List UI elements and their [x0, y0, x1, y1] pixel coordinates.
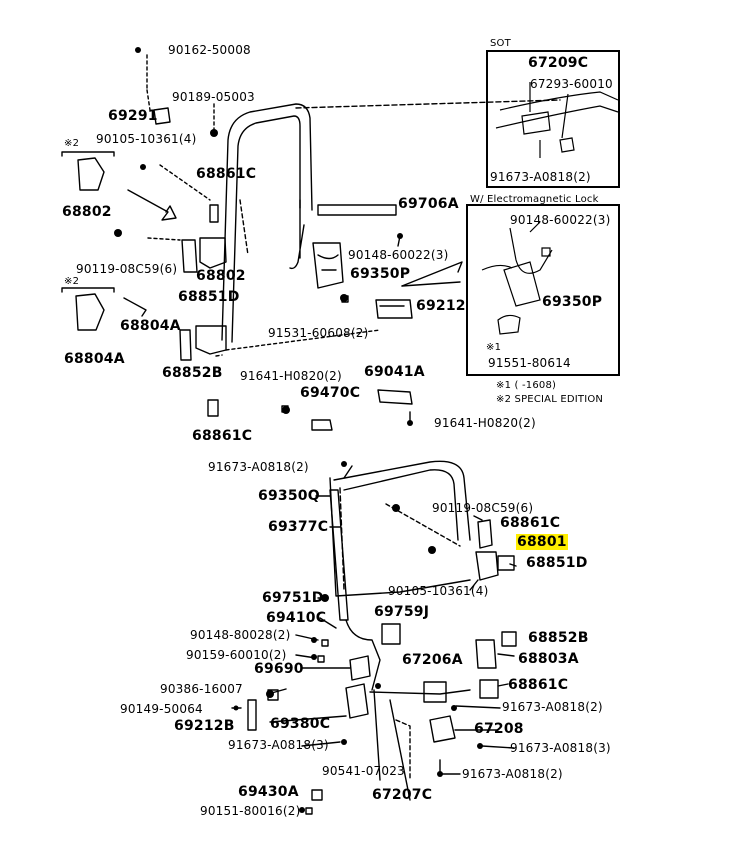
part-label[interactable]: 90386-16007: [160, 682, 243, 696]
part-label[interactable]: 68861C: [508, 677, 569, 693]
part-label[interactable]: 90105-10361(4): [388, 584, 489, 598]
part-label[interactable]: 90119-08C59(6): [432, 501, 534, 515]
part-label[interactable]: 67208: [474, 721, 524, 737]
note-1-mark: ※1: [486, 342, 502, 353]
part-label[interactable]: 68851D: [178, 289, 240, 305]
part-label[interactable]: 68802: [62, 204, 112, 220]
part-label[interactable]: 68804A: [64, 351, 125, 367]
sot-inset-title: SOT: [490, 38, 511, 49]
part-label[interactable]: 69291: [108, 108, 158, 124]
part-label[interactable]: 90149-50064: [120, 702, 203, 716]
part-label[interactable]: 68852B: [528, 630, 589, 646]
part-label[interactable]: 67207C: [372, 787, 433, 803]
part-label[interactable]: 91551-80614: [488, 356, 571, 370]
part-label[interactable]: 91673-A0818(2): [462, 767, 563, 781]
part-label[interactable]: 69377C: [268, 519, 329, 535]
note-2-special-edition: ※2 SPECIAL EDITION: [496, 394, 604, 405]
part-label[interactable]: 67206A: [402, 652, 463, 668]
part-label[interactable]: 91673-A0818(3): [510, 741, 611, 755]
part-label[interactable]: 90541-07023: [322, 764, 405, 778]
part-label[interactable]: 91641-H0820(2): [434, 416, 536, 430]
part-label[interactable]: 90148-60022(3): [510, 213, 611, 227]
part-label[interactable]: 69041A: [364, 364, 425, 380]
part-label[interactable]: 67293-60010: [530, 77, 613, 91]
part-label[interactable]: 68861C: [196, 166, 257, 182]
part-label[interactable]: 69350Q: [258, 488, 320, 504]
part-label[interactable]: 69751D: [262, 590, 324, 606]
part-label[interactable]: 90148-60022(3): [348, 248, 449, 262]
part-label[interactable]: 69430A: [238, 784, 299, 800]
part-label[interactable]: 69212: [416, 298, 466, 314]
sot-inset-box: [486, 50, 620, 188]
part-label[interactable]: 69410C: [266, 610, 327, 626]
part-label[interactable]: 67209C: [528, 55, 589, 71]
part-label[interactable]: 69470C: [300, 385, 361, 401]
part-label[interactable]: 68861C: [192, 428, 253, 444]
part-label[interactable]: 90119-08C59(6): [76, 262, 178, 276]
electromagnetic-lock-inset-box: [466, 204, 620, 376]
part-label[interactable]: 69350P: [350, 266, 411, 282]
part-label[interactable]: 69690: [254, 661, 304, 677]
part-label[interactable]: 68803A: [518, 651, 579, 667]
note-1: ※1 ( -1608): [496, 380, 557, 391]
part-label[interactable]: 91673-A0818(3): [228, 738, 329, 752]
part-label[interactable]: 68852B: [162, 365, 223, 381]
part-label[interactable]: 90151-80016(2): [200, 804, 301, 818]
part-label[interactable]: 91673-A0818(2): [208, 460, 309, 474]
part-label[interactable]: 69706A: [398, 196, 459, 212]
special-edition-mark: ※2: [64, 276, 80, 287]
part-label[interactable]: 68804A: [120, 318, 181, 334]
part-label[interactable]: 69212B: [174, 718, 235, 734]
part-label[interactable]: 91641-H0820(2): [240, 369, 342, 383]
part-label[interactable]: 90189-05003: [172, 90, 255, 104]
part-label[interactable]: 69350P: [542, 294, 603, 310]
part-label[interactable]: 68861C: [500, 515, 561, 531]
part-label[interactable]: 91673-A0818(2): [502, 700, 603, 714]
special-edition-mark: ※2: [64, 138, 80, 149]
part-label[interactable]: 91673-A0818(2): [490, 170, 591, 184]
part-label[interactable]: 69380C: [270, 716, 331, 732]
electromagnetic-lock-inset-title: W/ Electromagnetic Lock: [470, 194, 599, 205]
highlighted-part-68801[interactable]: 68801: [516, 534, 568, 550]
part-label[interactable]: 90159-60010(2): [186, 648, 287, 662]
part-label-highlighted[interactable]: 68801: [516, 534, 568, 550]
part-label[interactable]: 69759J: [374, 604, 430, 620]
part-label[interactable]: 90105-10361(4): [96, 132, 197, 146]
part-label[interactable]: 90162-50008: [168, 43, 251, 57]
part-label[interactable]: 68851D: [526, 555, 588, 571]
part-label[interactable]: 68802: [196, 268, 246, 284]
part-label[interactable]: 91531-60608(2): [268, 326, 369, 340]
part-label[interactable]: 90148-80028(2): [190, 628, 291, 642]
